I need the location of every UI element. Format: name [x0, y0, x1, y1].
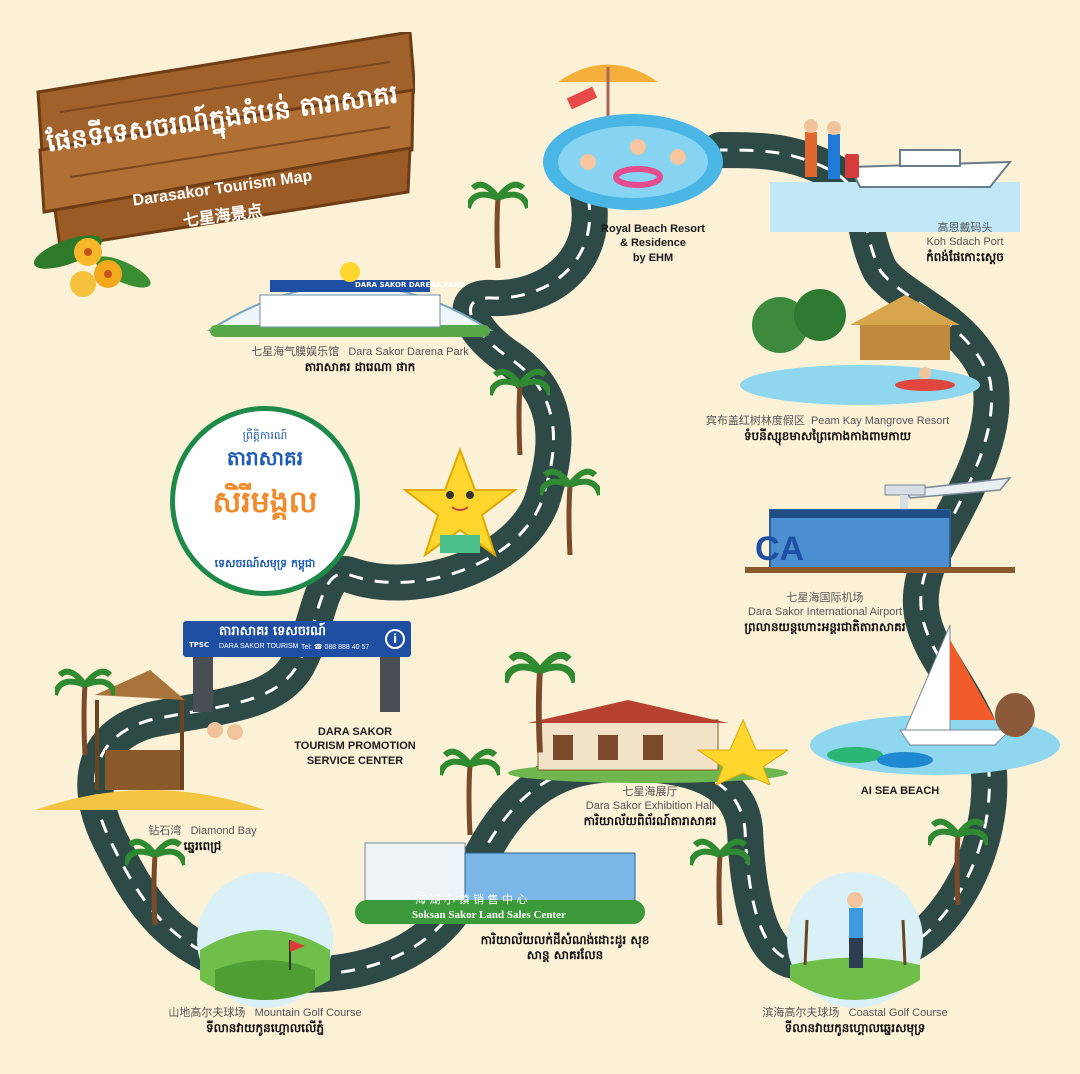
badge-main: សិរីមង្គល	[212, 485, 318, 520]
tourism-info-sign: TPSC តារាសាគរ ទេសចរណ៍ DARA SAKOR TOURISM…	[183, 621, 411, 657]
airport-terminal-icon: CA	[745, 477, 1015, 573]
coastal-golf-label: 滨海高尔夫球场 Coastal Golf Course ទីលានវាយកូនហ…	[762, 1007, 948, 1035]
sign-english: DARA SAKOR TOURISM	[219, 643, 299, 650]
exhibition-label: 七星海展厅 Dara Sakor Exhibition Hall ការិយាល…	[583, 786, 717, 828]
badge-top-text: ព្រឹត្តិការណ៍	[242, 429, 288, 442]
tourism-center-label: DARA SAKOR TOURISM PROMOTION SERVICE CEN…	[294, 726, 416, 767]
sign-khmer: តារាសាគរ ទេសចរណ៍	[219, 624, 327, 639]
svg-text:CA: CA	[755, 530, 804, 568]
frangipani-flower-icon	[33, 235, 151, 297]
peam-kay-label: 宾布盖红树林度假区 Peam Kay Mangrove Resort ទំបនី…	[705, 415, 950, 443]
darena-banner: DARA SAKOR DARENA PARK	[355, 281, 465, 289]
event-badge: ព្រឹត្តិការណ៍ តារាសាគរ សិរីមង្គល ទេសចរណ៍…	[170, 406, 360, 596]
land-sales-label: ការិយាល័យលក់ដីសំណង់ដោះដូរ សុខសាន្ត សាគរល…	[480, 933, 650, 962]
ai-sea-beach-icon	[810, 624, 1060, 775]
airport-label: 七星海国际机场 Dara Sakor International Airport…	[744, 592, 906, 634]
mountain-golf-label: 山地高尔夫球场 Mountain Golf Course ទីលានវាយកូន…	[168, 1007, 362, 1035]
palm-tree-icon	[125, 838, 185, 925]
mountain-golf-icon	[197, 872, 333, 1008]
land-sales-banner-zh: 海 湖 小 镇 销 售 中 心	[415, 893, 528, 906]
palm-tree-icon	[928, 818, 988, 905]
diamond-bay-label: 钻石湾 Diamond Bay ឆ្នេរពេជ្រ	[148, 825, 257, 853]
resort-pool-icon	[543, 64, 723, 210]
mangrove-icon	[740, 289, 980, 405]
palm-tree-icon	[690, 838, 750, 925]
star-mascot-icon	[402, 447, 518, 558]
land-sales-banner-en: Soksan Sakor Land Sales Center	[412, 909, 566, 921]
palm-tree-icon	[440, 748, 500, 835]
palm-tree-icon	[468, 181, 528, 268]
title-board: ផែនទីទេសចរណ៍ក្នុងតំបន់ តារាសាគរ Darasako…	[30, 32, 415, 247]
darena-dome-icon	[206, 262, 494, 337]
speedboat-port-icon	[770, 119, 1020, 232]
exhibition-hall-icon	[508, 700, 788, 785]
coastal-golf-icon	[787, 872, 923, 1008]
palm-tree-icon	[540, 468, 600, 555]
koh-sdach-label: 高恩戴码头 Koh Sdach Port កំពង់ផែកោះស្ដេច	[926, 222, 1004, 264]
palm-tree-icon	[55, 668, 115, 755]
land-sales-building-icon	[355, 842, 645, 924]
info-icon: i	[385, 629, 405, 649]
badge-bottom-text: ទេសចរណ៍សមុទ្រ កម្ពុជា	[214, 557, 316, 570]
sign-post-left	[193, 657, 213, 712]
sign-tel: Tel: ☎ 088 888 40 57	[301, 644, 370, 651]
royal-beach-label: Royal Beach Resort & Residence by EHM	[601, 223, 705, 264]
palm-tree-icon	[490, 368, 550, 455]
ai-sea-beach-label: AI SEA BEACH	[860, 785, 940, 797]
darena-label: 七星海气膜娱乐馆 Dara Sakor Darena Park តារាសាគរ…	[251, 346, 469, 374]
tpsc-logo: TPSC	[189, 641, 210, 649]
sign-post-right	[380, 657, 400, 712]
beach-bar-icon	[35, 670, 265, 810]
palm-tree-icon	[505, 651, 575, 753]
badge-brand: តារាសាគរ	[226, 446, 304, 470]
